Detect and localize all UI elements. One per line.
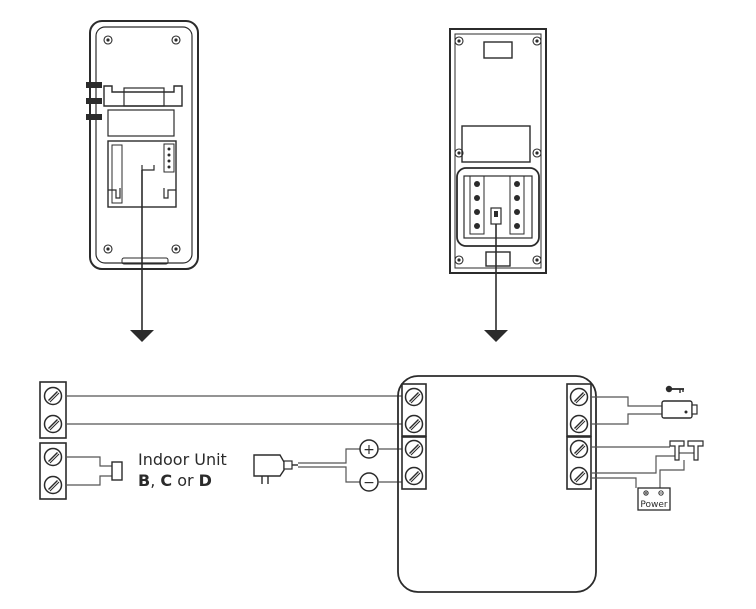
terminal-screw-icon: [43, 414, 63, 434]
outdoor-unit-back-right: [449, 28, 547, 342]
terminal-screw-icon: [404, 439, 424, 459]
plus-label: +: [363, 442, 375, 458]
outdoor-unit-back-left: [86, 20, 199, 342]
terminal-screw-icon: [404, 387, 424, 407]
minus-label: −: [363, 475, 375, 491]
terminal-screw-icon: [569, 414, 589, 434]
wiring-schematic: Indoor Unit B, C or D + −: [39, 375, 704, 593]
controller-box: [397, 375, 597, 593]
indoor-unit-connector-icon: [111, 461, 123, 481]
terminal-screw-icon: [404, 466, 424, 486]
power-supply-icon: [637, 487, 671, 511]
screw-icon: [171, 244, 181, 254]
arrow-down-icon: [130, 330, 154, 342]
screw-icon: [103, 35, 113, 45]
indoor-unit-models: B, C or D: [138, 471, 212, 490]
terminal-screw-icon: [43, 447, 63, 467]
terminal-screw-icon: [404, 414, 424, 434]
electric-lock-icon: [661, 400, 698, 419]
power-label: Power: [640, 500, 668, 510]
screw-icon: [532, 148, 542, 158]
screw-icon: [171, 35, 181, 45]
screw-icon: [103, 244, 113, 254]
indoor-unit-label: Indoor Unit: [138, 450, 227, 469]
screw-icon: [532, 255, 542, 265]
terminal-screw-icon: [43, 475, 63, 495]
terminal-screw-icon: [569, 387, 589, 407]
terminal-screw-icon: [569, 466, 589, 486]
screw-icon: [454, 255, 464, 265]
key-icon: [665, 385, 684, 393]
arrow-down-icon: [484, 330, 508, 342]
screw-icon: [454, 36, 464, 46]
power-adapter-icon: [253, 454, 298, 484]
door-release-icon: [669, 440, 704, 461]
terminal-screw-icon: [569, 439, 589, 459]
screw-icon: [532, 36, 542, 46]
terminal-screw-icon: [43, 386, 63, 406]
